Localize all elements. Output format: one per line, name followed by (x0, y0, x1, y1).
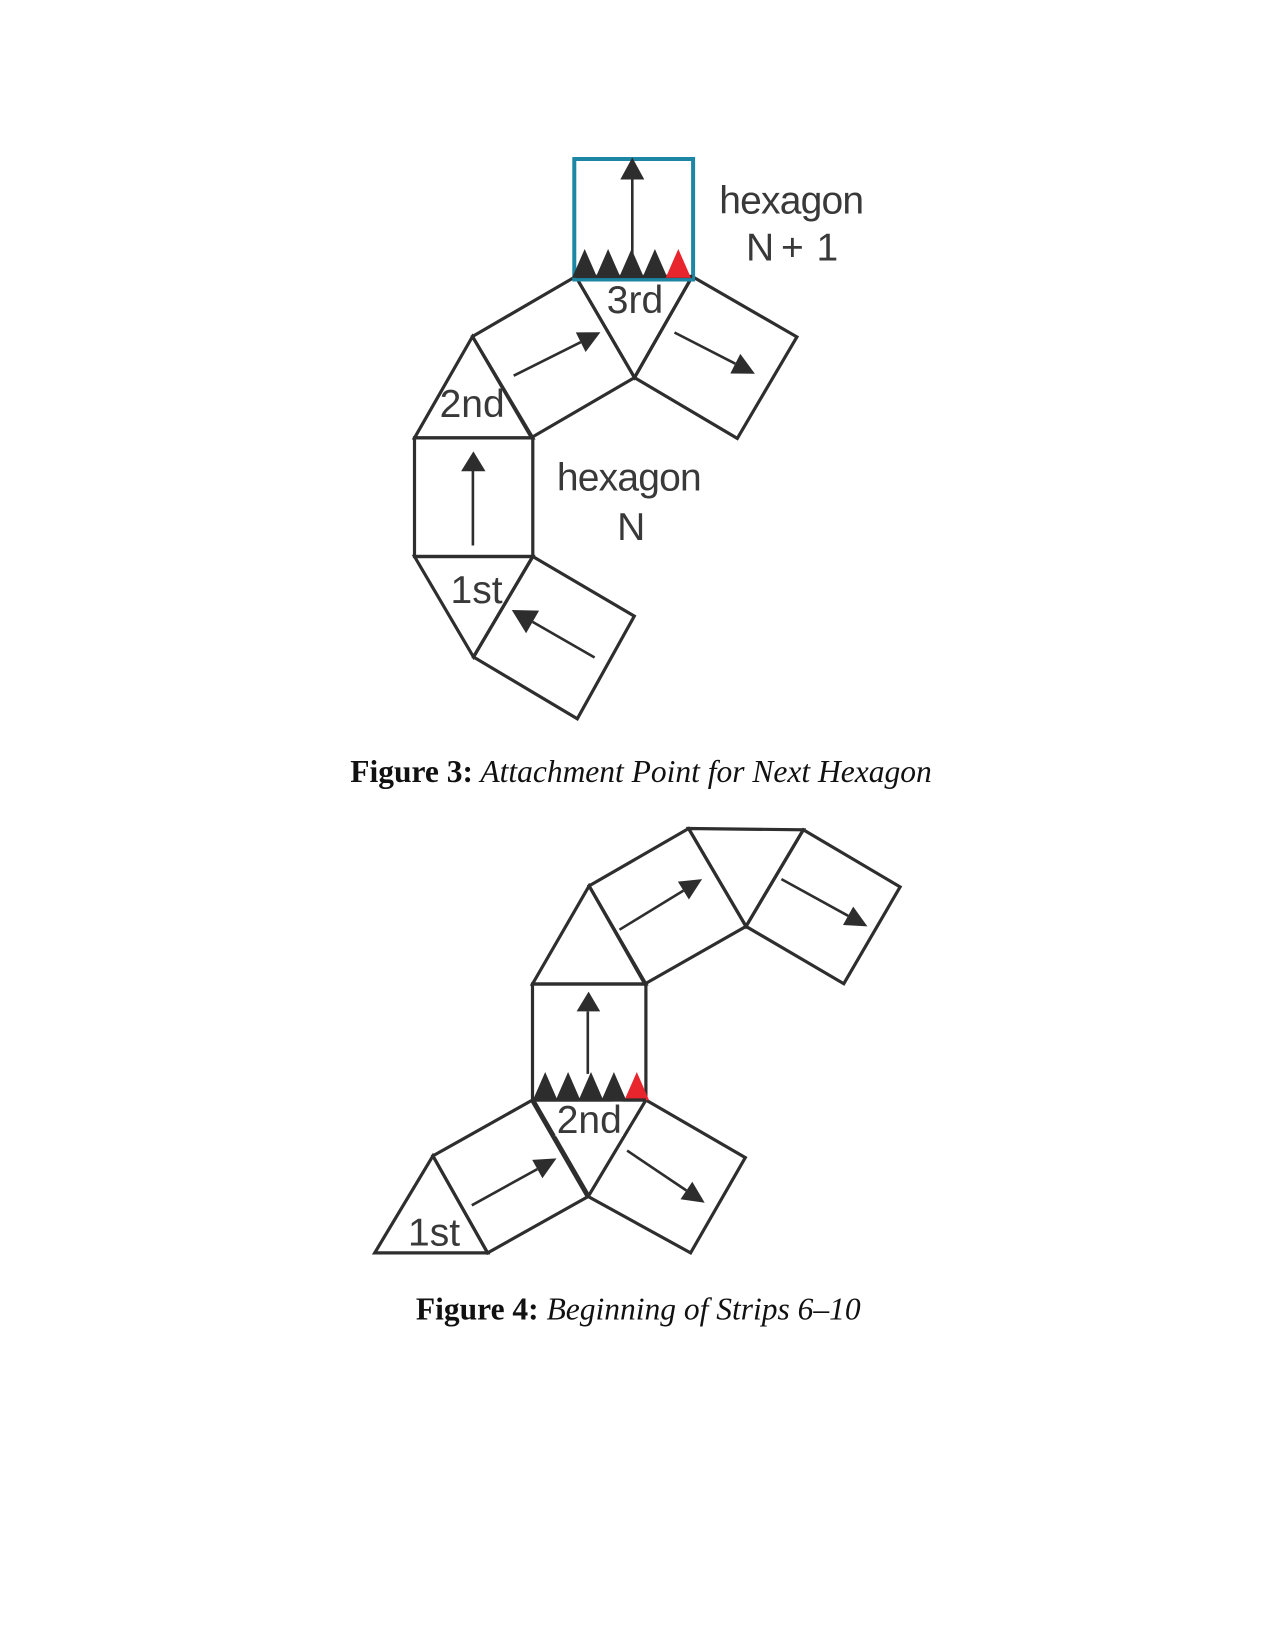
svg-text:Figure 4: Beginning of Strips: Figure 4: Beginning of Strips 6–10 (416, 1292, 861, 1327)
svg-text:hexagon: hexagon (557, 457, 701, 500)
svg-text:2nd: 2nd (557, 1099, 622, 1142)
svg-text:hexagon: hexagon (719, 180, 863, 223)
svg-text:1st: 1st (451, 569, 503, 612)
svg-text:3rd: 3rd (607, 279, 663, 322)
svg-text:2nd: 2nd (557, 1099, 622, 1142)
svg-text:N: N (617, 506, 645, 549)
svg-text:1st: 1st (408, 1212, 460, 1255)
svg-text:Figure 3: Attachment Point for: Figure 3: Attachment Point for Next Hexa… (350, 754, 932, 789)
svg-text:2nd: 2nd (440, 383, 505, 426)
svg-text:N+1: N+1 (746, 227, 838, 270)
